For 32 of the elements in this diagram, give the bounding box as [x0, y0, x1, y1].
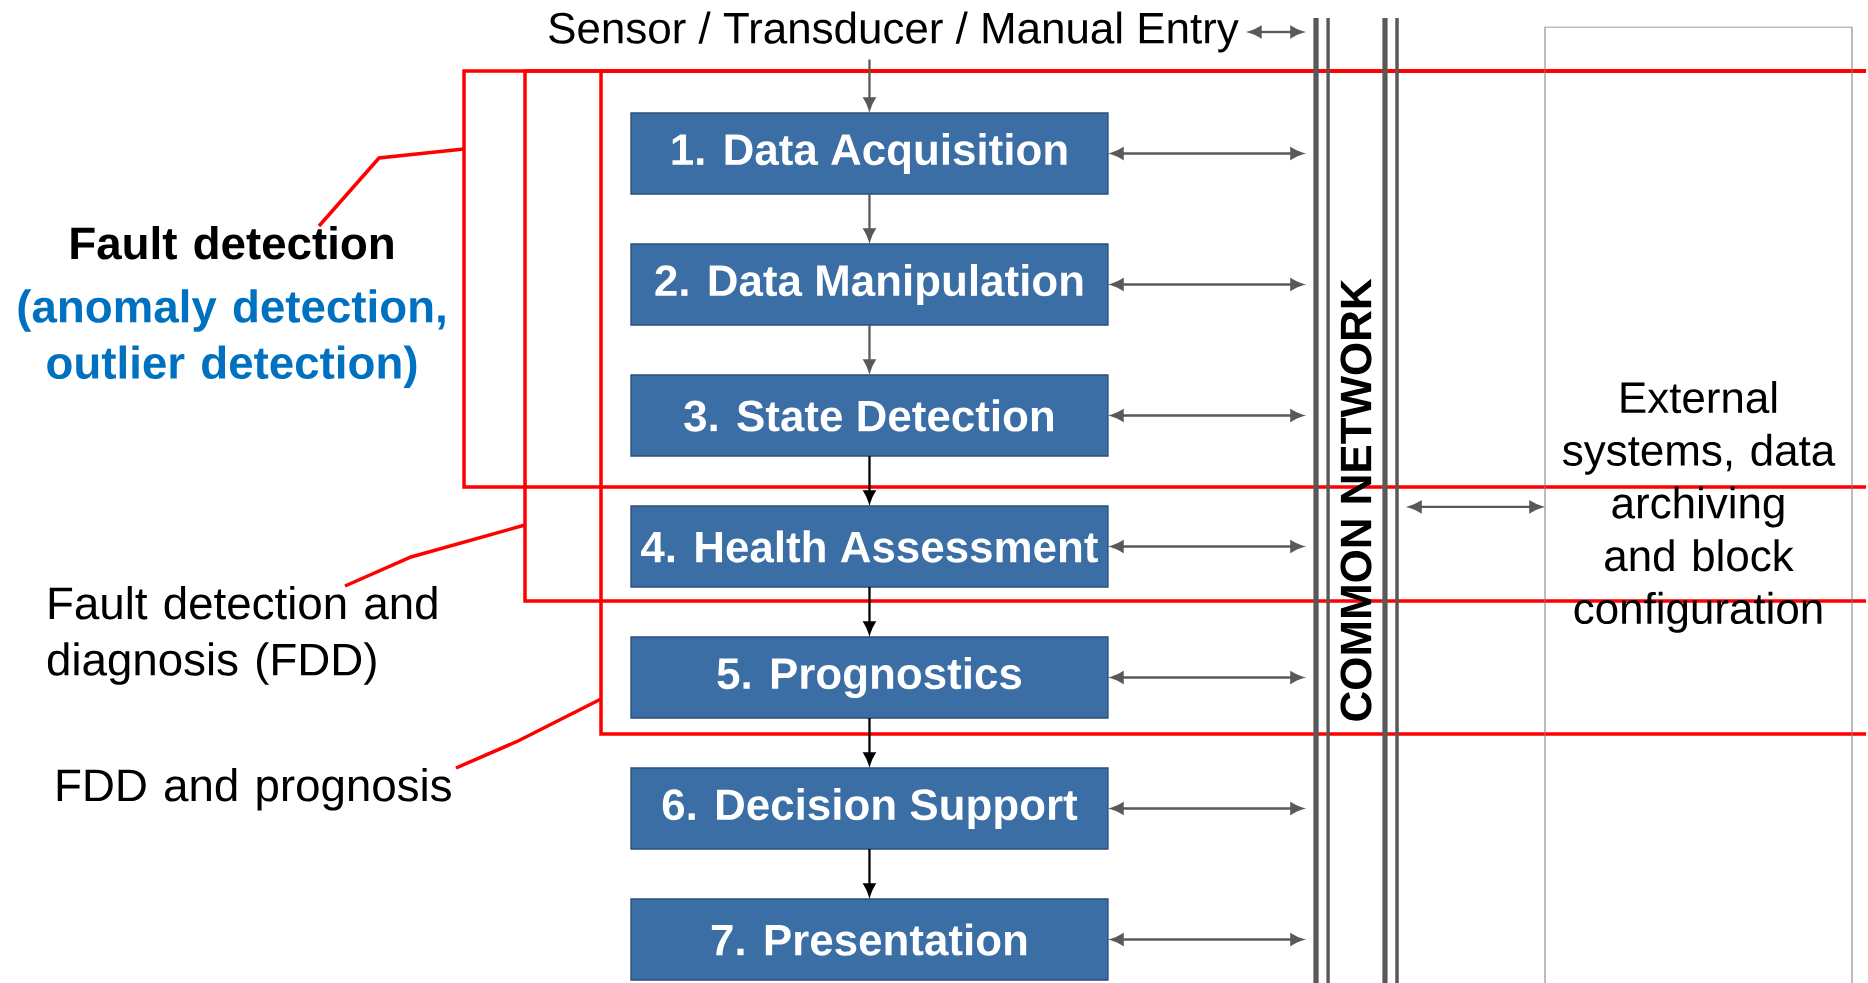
arrow — [863, 849, 876, 897]
arrow — [1110, 278, 1304, 291]
group-label: FDD and prognosis — [57, 768, 451, 811]
arrow — [1408, 500, 1543, 513]
process-box: 3. State Detection — [630, 374, 1109, 457]
arrow — [1110, 147, 1304, 160]
arrow — [863, 718, 876, 766]
arrow — [863, 59, 876, 111]
process-box: 1. Data Acquisition — [630, 112, 1109, 195]
arrow — [1110, 933, 1304, 946]
process-box: 5. Prognostics — [630, 636, 1109, 719]
leader-line — [344, 523, 526, 588]
process-box: 2. Data Manipulation — [630, 243, 1109, 326]
arrow — [863, 456, 876, 504]
arrow — [863, 587, 876, 635]
network-bus: COMMON NETWORK — [1313, 18, 1399, 983]
arrow — [1248, 26, 1304, 38]
group-label: Fault detection (anomaly detection, outlier detection) — [18, 226, 445, 389]
external-systems-box: External systems, data archiving and block configuration — [1544, 26, 1853, 983]
arrow — [863, 194, 876, 242]
arrow — [1110, 409, 1304, 422]
process-box: 6. Decision Support — [630, 767, 1109, 850]
arrow — [1110, 802, 1304, 815]
arrow — [1110, 671, 1304, 684]
leader-line — [317, 147, 465, 228]
arrow — [1110, 540, 1304, 553]
source-label: Sensor / Transducer / Manual Entry — [549, 11, 1239, 53]
process-box: 7. Presentation — [630, 898, 1109, 981]
group-label: Fault detection and diagnosis (FDD) — [47, 586, 437, 685]
arrow — [863, 325, 876, 373]
process-box: 4. Health Assessment — [630, 505, 1109, 588]
leader-line — [455, 697, 602, 770]
